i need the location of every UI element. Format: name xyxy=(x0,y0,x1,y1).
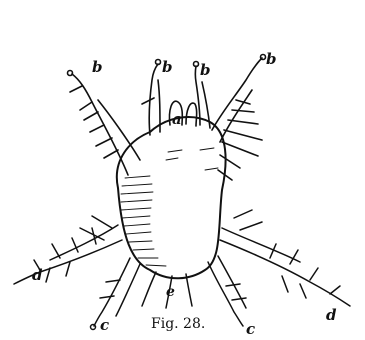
label-d-right: d xyxy=(326,306,337,324)
label-b-2: b xyxy=(162,58,173,76)
label-b-3: b xyxy=(200,61,211,79)
label-d-left: d xyxy=(32,266,43,284)
cell-body-outline xyxy=(117,117,226,278)
label-b-4: b xyxy=(266,50,277,68)
label-a: a xyxy=(172,110,182,128)
lower-processes xyxy=(14,210,350,330)
body-shading xyxy=(121,148,218,266)
label-b-1: b xyxy=(92,58,103,76)
label-c-left: c xyxy=(100,316,109,334)
figure-caption: Fig. 28. xyxy=(151,316,205,332)
label-c-right: c xyxy=(246,320,255,338)
label-e: e xyxy=(166,284,175,300)
